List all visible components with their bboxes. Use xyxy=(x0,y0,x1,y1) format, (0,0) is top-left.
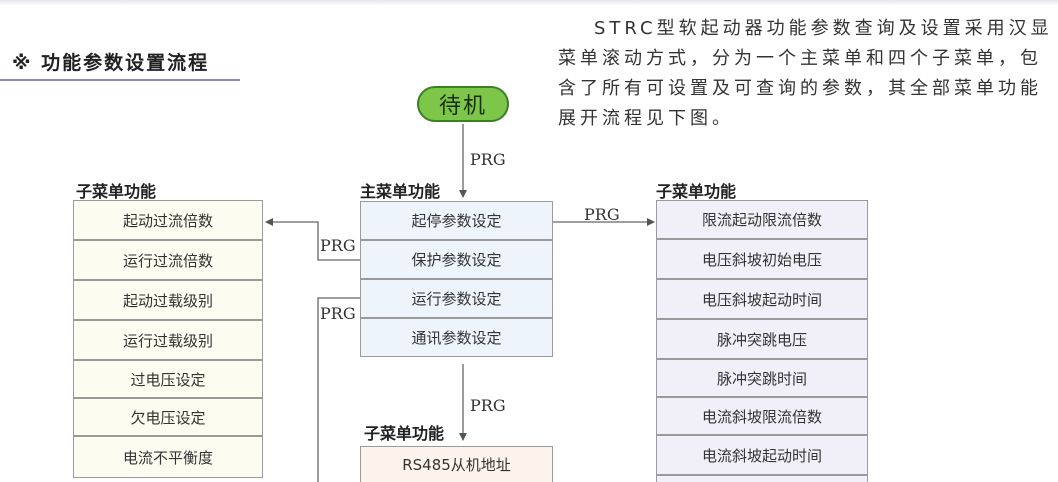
right-submenu-item: 电压斜坡初始电压 xyxy=(656,239,868,279)
left-submenu-item: 起动过载级别 xyxy=(73,280,263,320)
right-submenu-item: 限流起动限流倍数 xyxy=(656,200,868,239)
left-submenu-item: 欠电压设定 xyxy=(73,398,263,436)
top-gradient-strip xyxy=(0,0,1058,6)
connector-main-left xyxy=(265,218,360,261)
left-submenu-item: 电流不平衡度 xyxy=(73,436,263,478)
title-underline xyxy=(0,79,240,81)
section-title: ※ 功能参数设置流程 xyxy=(12,52,210,74)
main-menu-item: 起停参数设定 xyxy=(360,201,553,240)
right-submenu-item-partial xyxy=(656,475,868,482)
intro-text: STRC型软起动器功能参数查询及设置采用汉显菜单滚动方式，分为一个主菜单和四个子… xyxy=(558,18,1053,129)
right-submenu-item: 电压斜坡起动时间 xyxy=(656,279,868,319)
prg-label-right: PRG xyxy=(584,205,620,224)
right-submenu-item: 电流斜坡起动时间 xyxy=(656,435,868,475)
left-submenu-item: 运行过流倍数 xyxy=(73,240,263,280)
prg-label-left: PRG xyxy=(320,236,356,255)
prg-label-standby: PRG xyxy=(470,150,506,169)
main-menu-item: 保护参数设定 xyxy=(360,240,553,279)
intro-paragraph: STRC型软起动器功能参数查询及设置采用汉显菜单滚动方式，分为一个主菜单和四个子… xyxy=(558,14,1054,134)
prg-label-bottom: PRG xyxy=(470,396,506,415)
standby-node: 待机 xyxy=(417,86,509,122)
main-menu-item: 运行参数设定 xyxy=(360,279,553,318)
left-submenu-label: 子菜单功能 xyxy=(76,182,157,201)
right-submenu-label: 子菜单功能 xyxy=(656,182,737,201)
connector-run-param xyxy=(317,297,360,482)
right-submenu-item: 电流斜坡限流倍数 xyxy=(656,397,868,435)
bottom-submenu-label: 子菜单功能 xyxy=(364,424,445,443)
prg-label-run: PRG xyxy=(320,304,356,323)
right-submenu-item: 脉冲突跳时间 xyxy=(656,359,868,397)
right-submenu-item: 脉冲突跳电压 xyxy=(656,319,868,359)
left-submenu-item: 起动过流倍数 xyxy=(73,200,263,240)
main-menu-label: 主菜单功能 xyxy=(360,182,441,201)
left-submenu-item: 运行过载级别 xyxy=(73,320,263,360)
bottom-submenu-item: RS485从机地址 xyxy=(360,446,553,482)
left-submenu-item: 过电压设定 xyxy=(73,360,263,398)
main-menu-item: 通讯参数设定 xyxy=(360,318,553,357)
